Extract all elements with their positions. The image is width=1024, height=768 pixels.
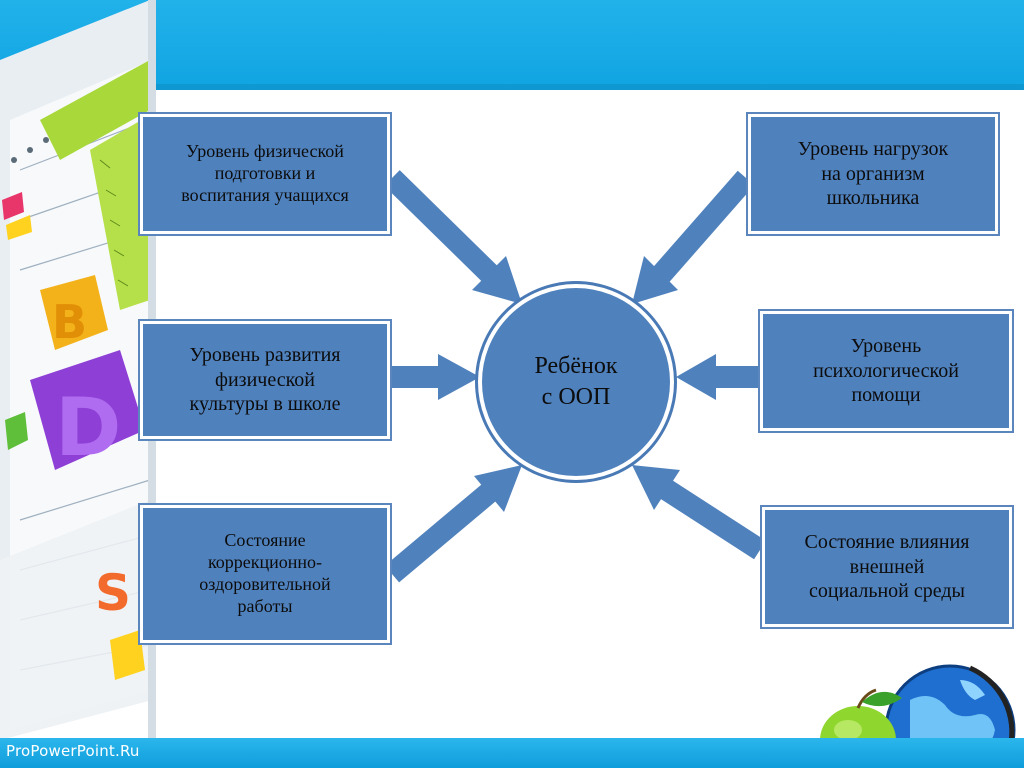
svg-text:D: D [55, 381, 121, 474]
arrow-left-bottom [384, 465, 522, 583]
box-physical-culture-level: Уровень развития физической культуры в ш… [138, 319, 392, 441]
header-band-edge [0, 84, 1024, 90]
box-workload-level: Уровень нагрузок на организм школьника [746, 112, 1000, 236]
box-psychological-help-level: Уровень психологической помощи [758, 309, 1014, 433]
header-band [0, 0, 1024, 90]
box-correctional-work-state: Состояние коррекционно- оздоровительной … [138, 503, 392, 645]
arrow-right-bottom [632, 465, 766, 560]
arrow-left-middle [392, 354, 480, 400]
arrow-left-top [384, 170, 522, 304]
center-circle-child: Ребёнок с ООП [478, 284, 674, 480]
school-supplies-decoration: B D S [0, 0, 156, 740]
svg-text:S: S [95, 564, 131, 622]
arrow-right-top [632, 170, 755, 304]
footer-band [0, 738, 1024, 768]
box-social-environment-state: Состояние влияния внешней социальной сре… [760, 505, 1014, 629]
center-label: Ребёнок с ООП [534, 352, 618, 410]
box-physical-training-level: Уровень физической подготовки и воспитан… [138, 112, 392, 236]
arrow-right-middle [676, 354, 758, 400]
svg-text:B: B [52, 295, 87, 349]
footer-watermark: ProPowerPoint.Ru [6, 742, 140, 760]
